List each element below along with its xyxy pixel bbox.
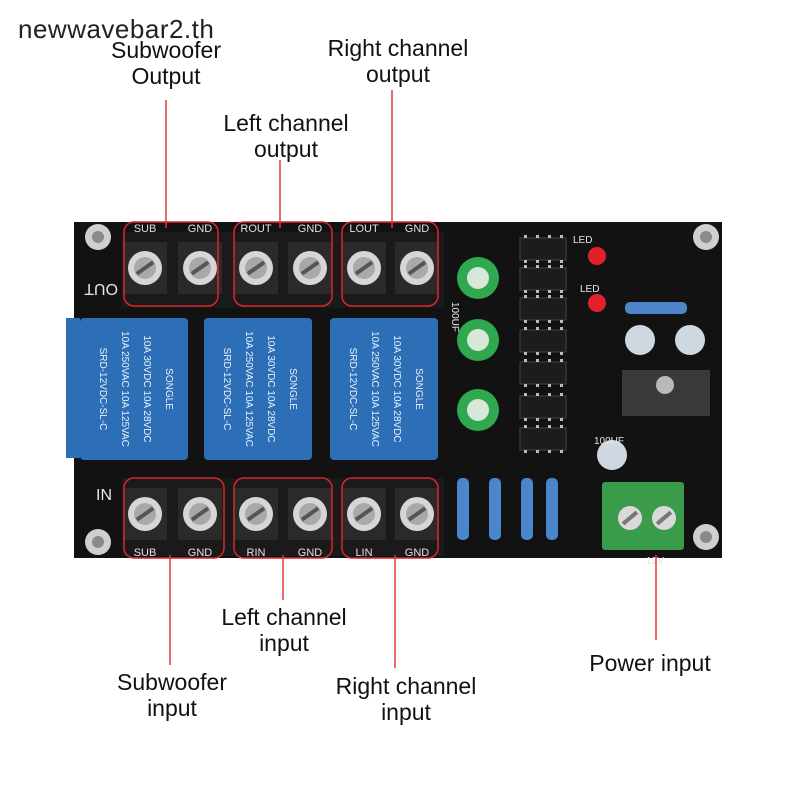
out-marking: OUT	[84, 280, 118, 297]
top-terminal-terminal-label: GND	[298, 223, 323, 235]
top-terminal-screw	[288, 242, 332, 294]
bottom-terminal-screw	[234, 488, 278, 540]
top-terminal-terminal-label: SUB	[134, 223, 157, 235]
capacitor-label: 100UF	[449, 302, 460, 332]
relay: SRD-12VDC-SL-C 10A 250VAC 10A 125VAC 10A 3…	[204, 318, 312, 460]
watermark-text: newwavebar2.th	[18, 14, 215, 44]
bottom-terminal-screw	[178, 488, 222, 540]
in-marking: IN	[96, 487, 112, 504]
relay-marking: 10A 30VDC 10A 28VDC	[265, 335, 276, 442]
top-terminal-screw	[395, 242, 439, 294]
relay-marking: SRD-12VDC-SL-C	[347, 348, 358, 431]
power-label: 12V	[646, 556, 664, 567]
optocoupler	[519, 359, 567, 387]
power-terminal-block	[602, 482, 684, 550]
bottom-terminal-terminal-label: GND	[188, 547, 213, 559]
led-label: LED	[580, 284, 599, 295]
relay-marking: 10A 250VAC 10A 125VAC	[119, 331, 130, 447]
top-terminal-screw	[342, 242, 386, 294]
bottom-terminal-terminal-label: LIN	[355, 547, 372, 559]
optocoupler	[519, 295, 567, 323]
relay-marking: SONGLE	[287, 368, 298, 410]
relay-marking: 10A 30VDC 10A 28VDC	[391, 335, 402, 442]
relay-marking: 10A 250VAC 10A 125VAC	[369, 331, 380, 447]
optocoupler-chips	[519, 235, 567, 453]
relay-marking: 10A 30VDC 10A 28VDC	[141, 335, 152, 442]
top-terminal-terminal-label: GND	[188, 223, 213, 235]
relay-marking: SRD-12VDC-SL-C	[97, 348, 108, 431]
top-terminal-terminal-label: LOUT	[349, 223, 379, 235]
label-power-input: Power input	[589, 650, 711, 676]
mounting-holes	[85, 224, 719, 555]
optocoupler	[519, 235, 567, 263]
bottom-terminal-screw	[395, 488, 439, 540]
optocoupler	[519, 327, 567, 355]
top-terminal-terminal-label: ROUT	[240, 223, 271, 235]
callout-lines	[165, 90, 657, 668]
leds	[588, 247, 606, 312]
top-terminal-block: SUB GND ROUT GND LOUT GND	[122, 221, 444, 308]
relay: SRD-12VDC-SL-C 10A 250VAC 10A 125VAC 10A 3…	[80, 318, 188, 460]
bottom-terminal-screw	[288, 488, 332, 540]
relay: SRD-12VDC-SL-C 10A 250VAC 10A 125VAC 10A 3…	[330, 318, 438, 460]
bottom-terminal-terminal-label: GND	[298, 547, 323, 559]
bottom-terminal-terminal-label: SUB	[134, 547, 157, 559]
top-terminal-screw	[123, 242, 167, 294]
relay-marking: 10A 250VAC 10A 125VAC	[243, 331, 254, 447]
capacitor-label: 100UF	[594, 436, 624, 447]
relay-marking: SONGLE	[163, 368, 174, 410]
optocoupler	[519, 425, 567, 453]
top-terminal-screw	[234, 242, 278, 294]
optocoupler	[519, 393, 567, 421]
bottom-terminal-screw	[342, 488, 386, 540]
top-terminal-terminal-label: GND	[405, 223, 430, 235]
capacitors	[457, 257, 705, 470]
relays: SRD-12VDC-SL-C 10A 250VAC 10A 125VAC 10A 3…	[80, 318, 438, 460]
bottom-terminal-block: SUB GND RIN GND LIN GND	[122, 477, 444, 559]
bottom-terminal-terminal-label: GND	[405, 547, 430, 559]
top-terminal-screw	[178, 242, 222, 294]
bottom-terminal-screw	[123, 488, 167, 540]
relay-marking: SRD-12VDC-SL-C	[221, 348, 232, 431]
optocoupler	[519, 265, 567, 293]
led-label: LED	[573, 235, 592, 246]
relay-marking: SONGLE	[413, 368, 424, 410]
resistors	[457, 302, 687, 540]
bottom-terminal-terminal-label: RIN	[247, 547, 266, 559]
